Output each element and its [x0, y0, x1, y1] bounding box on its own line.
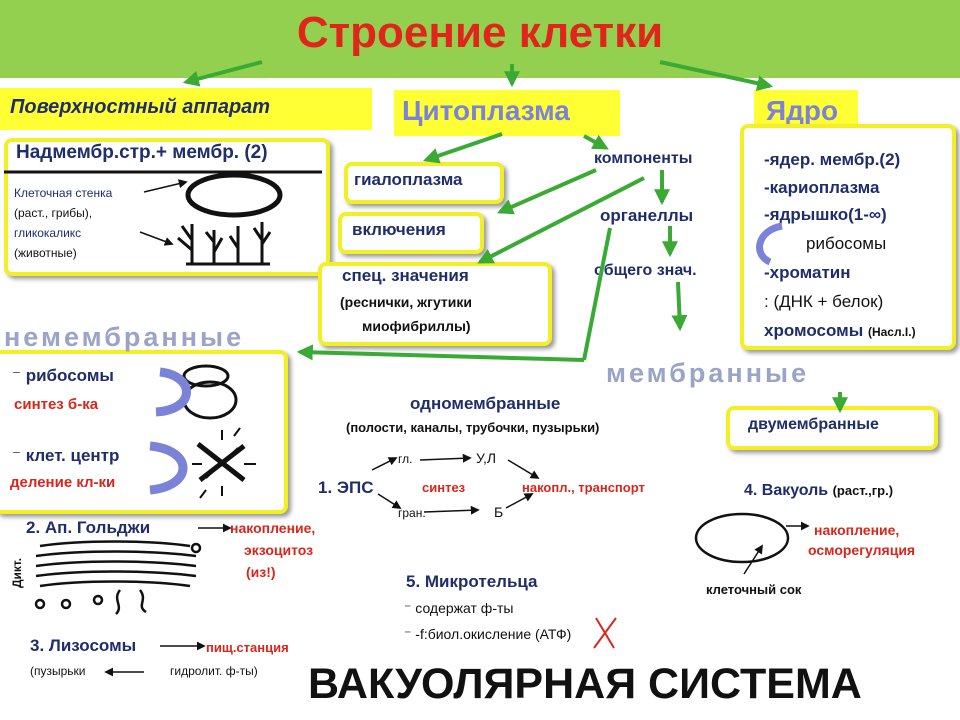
nucleus-item-3: -ядрышко(1-∞): [764, 205, 887, 224]
ribosomes-fn: синтез б-ка: [14, 396, 99, 413]
leader-eps-smooth: [371, 457, 398, 471]
general-label: общего знач.: [594, 262, 697, 279]
center-fn: деление кл-ки: [10, 474, 116, 491]
vacuole-sap: клеточный сок: [706, 582, 802, 597]
inclusions-frame: [338, 212, 484, 254]
arrow-cyto-hyaloplasm: [422, 132, 503, 164]
eps-synthesis: синтез: [422, 480, 466, 495]
vacuole-fn2: осморегуляция: [808, 542, 916, 558]
ribosome-drawing: [182, 364, 238, 420]
wall-line-4: (животные): [14, 246, 77, 260]
center-label: ⁻ клет. центр: [12, 446, 120, 465]
arrow-title-nucleus: [659, 60, 774, 92]
page-title: Строение клетки: [296, 8, 664, 57]
nucleus-header: Ядро: [766, 95, 839, 126]
nucleus-item-2: -кариоплазма: [764, 178, 880, 197]
glycocalyx-drawing: [177, 222, 272, 266]
center-hook: [149, 441, 188, 495]
golgi-drawing: [34, 540, 202, 615]
hyaloplasm-frame: [344, 162, 504, 204]
eps-b: Б: [494, 504, 504, 520]
leader-eps-rough: [377, 493, 402, 509]
vacuole-oval: [694, 512, 790, 564]
special-line-2: миофибриллы): [362, 318, 471, 334]
line-organelles-nonmembrane: [582, 227, 612, 361]
wall-line-2: (раст., грибы),: [14, 206, 93, 220]
line-nonmembrane-h: [296, 344, 585, 362]
nucleus-item-1: -ядер. мембр.(2): [764, 150, 901, 169]
chromosomes-label: хромосомы (Насл.I.): [764, 321, 916, 340]
ribosome-hook: [155, 367, 191, 417]
lysosomes-hydro: гидролит. ф-ты): [170, 664, 258, 678]
arrow-title-surface: [182, 60, 263, 87]
cytoplasm-header-box: [394, 90, 620, 136]
ribosomes-label: ⁻ рибосомы: [12, 366, 114, 385]
arrow-general-membrane: [671, 281, 688, 332]
leader-b-accum: [505, 493, 534, 509]
eps-label: 1. ЭПС: [318, 478, 374, 497]
special-frame: [318, 262, 552, 346]
organelles-label: органеллы: [600, 206, 694, 225]
wall-line-3: гликокаликс: [14, 226, 82, 240]
leader-smooth-ul: [419, 453, 472, 463]
lysosomes-fn: пищ.станция: [206, 640, 289, 655]
centriole-drawing: [192, 427, 256, 499]
components-label: компоненты: [594, 150, 693, 167]
microbodies-item-1: ⁻ содержат ф-ты: [404, 600, 514, 616]
nonmembrane-frame: [0, 350, 288, 514]
special-line-1: (реснички, жгутики: [340, 294, 472, 310]
atp-cross-out: [593, 617, 617, 649]
nucleus-item-5: -хроматин: [764, 263, 851, 282]
golgi-fn1: накопление,: [230, 520, 316, 536]
hyaloplasm-label: гиалоплазма: [354, 170, 463, 189]
leader-sap: [743, 544, 763, 575]
arrow-cyto-components: [583, 134, 609, 150]
arrow-components-inclusions: [497, 168, 597, 215]
leader-glycocalyx: [139, 231, 174, 246]
vacuole-label: 4. Вакуоль (раст.,гр.): [744, 482, 894, 499]
header-bar: [0, 0, 960, 78]
surface-header: Поверхностный аппарат: [10, 96, 271, 118]
single-membrane-desc: (полости, каналы, трубочки, пузырьки): [346, 420, 600, 435]
wall-line-1: Клеточная стенка: [14, 186, 113, 200]
cytoplasm-header: Цитоплазма: [402, 95, 570, 126]
golgi-label: 2. Ап. Гольджи: [26, 518, 151, 537]
lysosomes-vesicles: (пузырьки: [30, 664, 86, 678]
leader-rough-b: [423, 505, 480, 515]
golgi-fn2: экзоцитоз: [244, 542, 314, 558]
nucleus-hook: [756, 222, 783, 266]
eps-smooth: гл.: [398, 452, 413, 466]
leader-ul-accum: [507, 459, 540, 479]
cell-wall-oval: [185, 172, 283, 218]
microbodies-label: 5. Микротельца: [406, 572, 538, 591]
nucleus-frame: [740, 124, 956, 350]
nucleus-item-6: : (ДНК + белок): [764, 292, 884, 311]
eps-accum: накопл., транспорт: [522, 480, 645, 495]
double-membrane-label: двумембранные: [748, 416, 879, 433]
nonmembrane-header: немембранные: [4, 322, 245, 352]
single-membrane-label: одномембранные: [410, 394, 561, 413]
leader-wall: [143, 179, 188, 193]
surface-header-box: [0, 88, 372, 130]
membrane-header: мембранные: [606, 358, 810, 388]
eps-ul: У,Л: [476, 450, 497, 466]
lysosomes-label: 3. Лизосомы: [30, 636, 137, 655]
vacuole-fn1: накопление,: [814, 522, 900, 538]
special-title: спец. значения: [342, 266, 469, 285]
microbodies-item-2: ⁻ -f:биол.окисление (АТФ): [404, 626, 572, 642]
inclusions-label: включения: [352, 220, 446, 239]
arrow-components-special: [477, 176, 645, 264]
nucleus-item-4: рибосомы: [806, 234, 887, 253]
golgi-fn3: (из!): [246, 564, 276, 580]
surface-frame: [4, 138, 330, 276]
surface-line: Надмембр.стр.+ мембр. (2): [16, 142, 268, 163]
eps-rough: гран.: [398, 506, 426, 520]
footer-title: ВАКУОЛЯРНАЯ СИСТЕМА: [308, 660, 862, 708]
